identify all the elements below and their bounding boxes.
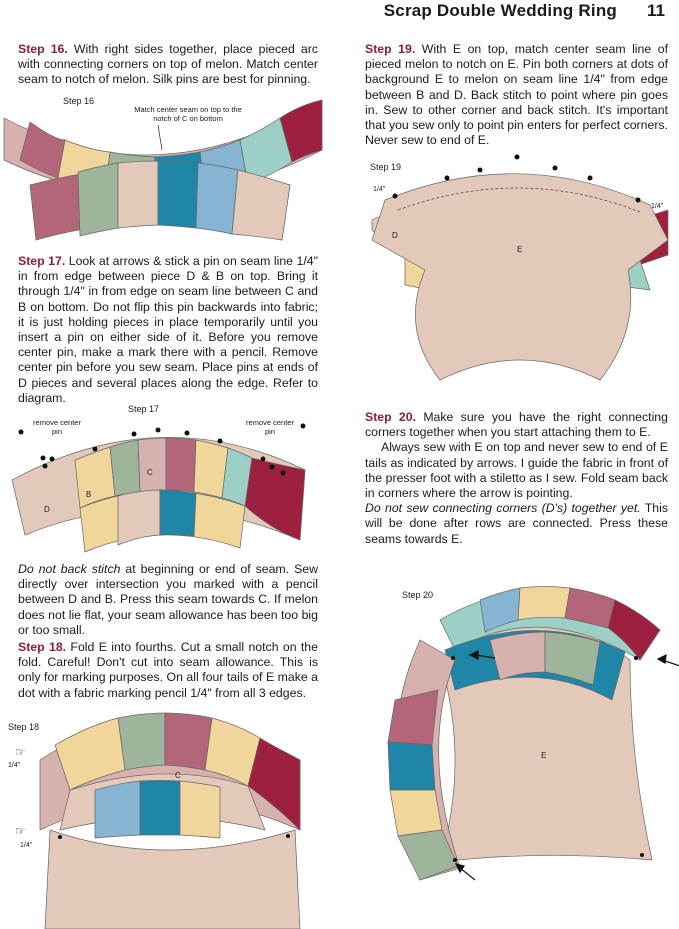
no-backstitch-italic: Do not back stitch xyxy=(18,562,121,576)
step-16-bottom-arc xyxy=(29,160,291,241)
step-16-callout: Match center seam on top to the notch of… xyxy=(134,105,242,123)
step-16-paragraph: Step 16. With right sides together, plac… xyxy=(18,42,318,88)
step-17b-text: at beginning or end of seam. Sew directl… xyxy=(18,562,318,637)
step-19-letter-d: D xyxy=(392,231,398,240)
step-18-label: Step 18. xyxy=(18,640,67,654)
step-17-callout-left: remove center pin xyxy=(33,418,81,436)
step-19-pins xyxy=(392,154,641,203)
step-20-text-3: This will be done after rows are connect… xyxy=(365,501,668,546)
step-19-quarter-right: 1/4" xyxy=(651,203,664,210)
step-18-text: Fold E into fourths. Cut a small notch o… xyxy=(18,640,318,700)
pointing-hand-icon: ☞ xyxy=(15,745,26,759)
step-18-figure-label: Step 18 xyxy=(8,722,40,732)
step-17-pins xyxy=(18,423,306,476)
step-18-letter-c: C xyxy=(175,771,181,780)
step-19-label: Step 19. xyxy=(365,42,416,56)
step-20-paragraph: Step 20. Make sure you have the right co… xyxy=(365,410,668,547)
step-17-letter-d: D xyxy=(44,505,50,514)
page-header: Scrap Double Wedding Ring 11 xyxy=(0,0,679,24)
step-17-figure-label: Step 17 xyxy=(128,404,160,414)
pointing-hand-icon: ☞ xyxy=(15,824,26,838)
step-17-letter-b: B xyxy=(86,490,91,499)
step-16-figure-label: Step 16 xyxy=(63,96,95,106)
step-16-text: With right sides together, place pieced … xyxy=(18,42,318,87)
step-20-text: Make sure you have the right connecting … xyxy=(365,410,668,440)
step-17-text: Look at arrows & stick a pin on seam lin… xyxy=(18,254,318,405)
step-20-paragraph-2: Always sew with E on top and never sew t… xyxy=(365,440,668,501)
step-19-background-e xyxy=(371,173,669,381)
step-20-dots xyxy=(451,656,644,862)
step-16-pointer-line xyxy=(157,124,163,151)
step-19-text: With E on top, match center seam line of… xyxy=(365,42,668,148)
step-16-label: Step 16. xyxy=(18,42,68,56)
step-20-figure-label: Step 20 xyxy=(402,590,434,600)
step-18-background-e xyxy=(44,829,301,929)
step-20-italic: Do not sew connecting corners (D's) toge… xyxy=(365,501,641,516)
step-20-inner-arc xyxy=(444,630,626,701)
step-19-figure-label: Step 19 xyxy=(370,162,402,172)
step-17-paragraph: Step 17. Look at arrows & stick a pin on… xyxy=(18,254,318,406)
step-20-left-arc xyxy=(387,639,461,881)
page-number: 11 xyxy=(647,1,665,20)
step-17-letter-c: C xyxy=(147,468,153,477)
step-18-melon xyxy=(39,712,301,839)
step-19-paragraph: Step 19. With E on top, match center sea… xyxy=(365,42,668,148)
page-title: Scrap Double Wedding Ring xyxy=(383,1,617,20)
step-17-label: Step 17. xyxy=(18,254,66,268)
step-20-label: Step 20. xyxy=(365,410,417,424)
step-20-top-arc xyxy=(439,586,661,661)
step-18-quarter-bottom: 1/4" xyxy=(20,842,33,849)
step-18-paragraph: Step 18. Fold E into fourths. Cut a smal… xyxy=(18,640,318,701)
step-18-quarter-top: 1/4" xyxy=(8,762,21,769)
step-19-letter-e: E xyxy=(517,245,522,254)
step-19-quarter-left: 1/4" xyxy=(373,186,386,193)
step-17b-paragraph: Do not back stitch at beginning or end o… xyxy=(18,562,318,638)
step-17-arc xyxy=(11,437,306,553)
step-17-callout-right: remove center pin xyxy=(246,418,294,436)
step-20-arrows xyxy=(454,650,679,881)
step-20-letter-e: E xyxy=(541,751,546,760)
